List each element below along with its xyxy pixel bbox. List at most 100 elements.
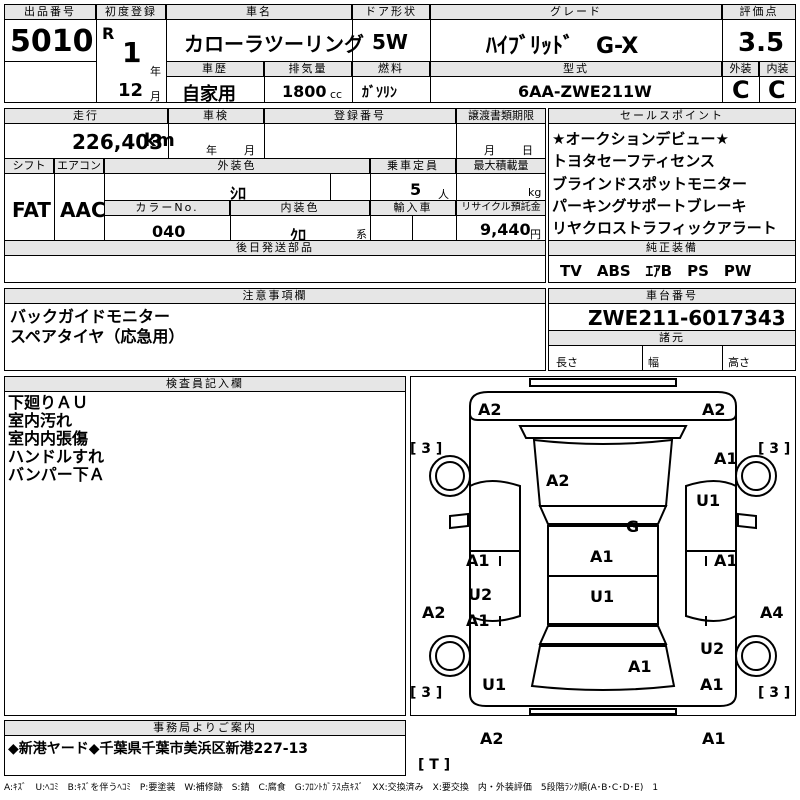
note-line: バックガイドモニター bbox=[10, 307, 171, 326]
mark-right-front-door: A1 bbox=[714, 551, 738, 570]
int-grade-label: 内装 bbox=[759, 61, 796, 77]
mark-windshield: G bbox=[626, 517, 640, 536]
reg-era: R bbox=[102, 24, 115, 43]
mark-spare-tire: [ T ] bbox=[418, 757, 451, 773]
mark-trunk: A1 bbox=[628, 657, 652, 676]
cc-unit: cc bbox=[330, 88, 343, 101]
grade: ﾊｲﾌﾞﾘｯﾄﾞ G-X bbox=[486, 34, 639, 59]
shift-label: シフト bbox=[4, 158, 54, 174]
mark-left-front-door: A1 bbox=[466, 551, 490, 570]
mark-front-left: A2 bbox=[478, 400, 502, 419]
insp-year-unit: 年 bbox=[206, 144, 217, 157]
inspector-box bbox=[4, 376, 406, 716]
mileage-label: 走行 bbox=[4, 108, 168, 124]
model-code: 6AA-ZWE211W bbox=[518, 82, 652, 101]
inspector-line: 室内汚れ bbox=[8, 411, 73, 430]
diagram-box bbox=[410, 376, 796, 716]
inspector-line: 室内内張傷 bbox=[8, 429, 89, 448]
equipment-label: 純正装備 bbox=[548, 240, 796, 256]
note-line: スペアタイヤ（応急用） bbox=[10, 327, 185, 346]
lot-no: 50101 bbox=[10, 24, 96, 59]
mark-hood: A2 bbox=[546, 471, 570, 490]
mark-rear-left: A2 bbox=[480, 729, 504, 748]
car-diagram bbox=[429, 378, 777, 715]
ext-color-label: 外装色 bbox=[104, 158, 370, 174]
capacity: 5 bbox=[410, 180, 422, 199]
sales-point-item: パーキングサポートブレーキ bbox=[552, 197, 747, 215]
mark-front-right: A2 bbox=[702, 400, 726, 419]
shift-type: FAT bbox=[12, 198, 51, 222]
mark-rl-tire: [ 3 ] bbox=[410, 685, 443, 701]
ext-grade-label: 外装 bbox=[722, 61, 759, 77]
transfer-label: 譲渡書類期限 bbox=[456, 108, 546, 124]
int-color-label: 内装色 bbox=[230, 200, 370, 216]
ext-color: ｼﾛ bbox=[230, 184, 247, 203]
car-name: カローラツーリング bbox=[184, 32, 364, 56]
office-address: ◆新港ヤード◆千葉県千葉市美浜区新港227-13 bbox=[8, 741, 309, 757]
reg-year: 1 bbox=[122, 36, 142, 69]
yen-unit: 円 bbox=[530, 228, 541, 241]
inspector-line: 下廻りＡＵ bbox=[8, 393, 89, 412]
plate-label: 登録番号 bbox=[264, 108, 456, 124]
lot-no-label: 出品番号 bbox=[4, 4, 96, 20]
kg-unit: kg bbox=[528, 186, 542, 199]
history-label: 車歴 bbox=[166, 61, 264, 77]
grade-label: グレード bbox=[430, 4, 722, 20]
door-label: ドア形状 bbox=[352, 4, 430, 20]
mark-right-rear-fender: A1 bbox=[700, 675, 724, 694]
int-color-unit: 系 bbox=[356, 228, 367, 241]
displacement-label: 排気量 bbox=[264, 61, 352, 77]
inspector-line: ハンドルすれ bbox=[8, 447, 105, 466]
month-unit: 月 bbox=[150, 90, 161, 103]
mark-right-fender: A1 bbox=[714, 449, 738, 468]
fuel-label: 燃料 bbox=[352, 61, 430, 77]
color-no: 040 bbox=[152, 222, 186, 241]
score-label: 評価点 bbox=[722, 4, 796, 20]
legend: A:ｷｽﾞ U:ﾍｺﾐ B:ｷｽﾞを伴うﾍｺﾐ P:要塗装 W:補修跡 S:錆 … bbox=[4, 783, 659, 793]
chassis-number: ZWE211-6017343 bbox=[588, 306, 786, 330]
first-reg-label: 初度登録 bbox=[96, 4, 166, 20]
capacity-label: 乗車定員 bbox=[370, 158, 456, 174]
sales-point-item: トヨタセーフティセンス bbox=[552, 152, 715, 170]
mark-left-rear-fender: U1 bbox=[482, 675, 507, 694]
car-name-label: 車名 bbox=[166, 4, 352, 20]
notes-label: 注意事項欄 bbox=[4, 288, 546, 304]
year-unit: 年 bbox=[150, 65, 161, 78]
int-grade: C bbox=[768, 76, 786, 104]
mark-fl-tire: [ 3 ] bbox=[410, 441, 443, 457]
specs-label: 諸元 bbox=[548, 330, 796, 346]
recycle-label: リサイクル預託金 bbox=[456, 200, 546, 216]
mark-fr-tire: [ 3 ] bbox=[758, 441, 791, 457]
ac-label: エアコン bbox=[54, 158, 104, 174]
insp-month-unit: 月 bbox=[244, 144, 255, 157]
mark-left-side: A2 bbox=[422, 603, 446, 622]
sales-point-item: ★オークションデビュー★ bbox=[552, 130, 729, 148]
fuel: ｶﾞｿﾘﾝ bbox=[362, 85, 397, 101]
mark-right-rear-door: U2 bbox=[700, 639, 725, 658]
displacement: 1800 bbox=[282, 82, 327, 101]
person-unit: 人 bbox=[438, 188, 449, 201]
load-label: 最大積載量 bbox=[456, 158, 546, 174]
mark-roof-front: A1 bbox=[590, 547, 614, 566]
mark-right-front-door-top: U1 bbox=[696, 491, 721, 510]
later-parts-label: 後日発送部品 bbox=[4, 240, 546, 256]
equipment-list: TV ABS ｴｱB PS PW bbox=[560, 262, 752, 280]
ac-type: AAC bbox=[60, 198, 106, 222]
score: 3.5 bbox=[738, 28, 785, 58]
length-label: 長さ bbox=[556, 356, 578, 369]
history: 自家用 bbox=[182, 84, 236, 105]
top-header-box bbox=[4, 4, 796, 103]
transfer-day-unit: 日 bbox=[522, 144, 533, 157]
width-label: 幅 bbox=[648, 356, 659, 369]
height-label: 高さ bbox=[728, 356, 750, 369]
color-no-label: カラーNo. bbox=[104, 200, 230, 216]
inspection-label: 車検 bbox=[168, 108, 264, 124]
door-type: 5W bbox=[372, 30, 408, 54]
sales-point-item: リヤクロストラフィックアラート bbox=[552, 219, 777, 237]
mark-right-side: A4 bbox=[760, 603, 784, 622]
transfer-month-unit: 月 bbox=[484, 144, 495, 157]
sales-point-item: ブラインドスポットモニター bbox=[552, 175, 748, 193]
chassis-label: 車台番号 bbox=[548, 288, 796, 304]
import-label: 輸入車 bbox=[370, 200, 456, 216]
mileage: 226,403 bbox=[72, 130, 164, 154]
